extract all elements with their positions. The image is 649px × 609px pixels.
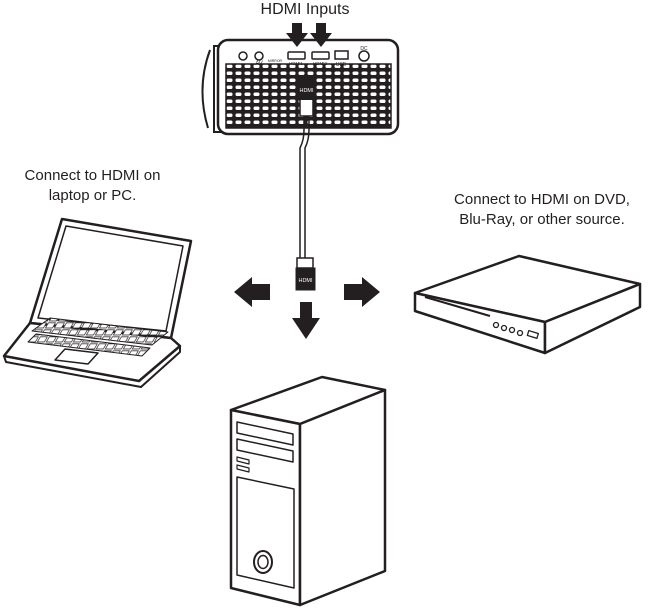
hdmi-cable: HDMI HDMI bbox=[295, 77, 317, 291]
hdmi-connector-bottom-label: HDMI bbox=[298, 278, 313, 284]
usb-slot bbox=[236, 464, 250, 473]
arrow-down-icon bbox=[286, 23, 308, 47]
dvd-button bbox=[516, 329, 524, 337]
laptop bbox=[2, 217, 193, 388]
dvd-player bbox=[413, 254, 642, 355]
arrow-left-icon bbox=[234, 277, 270, 307]
laptop-caption-line2: laptop or PC. bbox=[48, 187, 137, 204]
hdmi-inputs-label: HDMI Inputs bbox=[260, 1, 350, 18]
source-caption-line2: Blu-Ray, or other source. bbox=[459, 211, 625, 228]
hdmi2-port bbox=[311, 51, 330, 60]
source-caption: Connect to HDMI on DVD, Blu-Ray, or othe… bbox=[435, 190, 649, 230]
laptop-caption-line1: Connect to HDMI on bbox=[24, 167, 161, 184]
arrow-right-icon bbox=[344, 277, 380, 307]
laptop-trackpad bbox=[54, 348, 99, 365]
mirror-label: MIRROR bbox=[268, 59, 283, 63]
dvd-side bbox=[543, 282, 642, 355]
dc-port-label: DC bbox=[360, 46, 368, 52]
dvd-button bbox=[492, 321, 500, 329]
hdmi-connector-top-label: HDMI bbox=[299, 88, 314, 94]
usb-slot bbox=[236, 456, 250, 465]
av-port bbox=[254, 51, 264, 61]
arrow-down-icon bbox=[310, 23, 332, 47]
dvd-button bbox=[508, 326, 516, 334]
arrow-down-icon bbox=[292, 302, 320, 339]
usb-port bbox=[334, 50, 349, 60]
dc-port bbox=[358, 50, 370, 62]
drive-bay bbox=[236, 421, 294, 446]
audio-port bbox=[238, 51, 248, 61]
laptop-keyboard bbox=[31, 317, 169, 346]
hdmi2-port-label: HDMI2 bbox=[313, 61, 327, 66]
hdmi1-port bbox=[287, 51, 306, 60]
av-port-label: AV bbox=[255, 61, 263, 67]
laptop-caption: Connect to HDMI on laptop or PC. bbox=[0, 166, 185, 206]
desktop-tower bbox=[229, 375, 387, 607]
usb-port-label: USB bbox=[336, 62, 347, 68]
hdmi-input-arrows bbox=[286, 23, 332, 47]
dvd-button bbox=[500, 324, 508, 332]
dvd-display bbox=[526, 329, 540, 339]
projector-lens-rim bbox=[201, 49, 211, 129]
tower-front-panel bbox=[236, 476, 295, 589]
hdmi1-port-label: HDMI1 bbox=[289, 61, 303, 66]
hdmi-connector-bottom bbox=[295, 267, 316, 291]
drive-bay bbox=[236, 438, 294, 463]
direction-arrows bbox=[234, 277, 380, 339]
source-caption-line1: Connect to HDMI on DVD, bbox=[454, 191, 630, 208]
tower-side bbox=[298, 388, 387, 607]
disc-tray bbox=[424, 296, 491, 317]
